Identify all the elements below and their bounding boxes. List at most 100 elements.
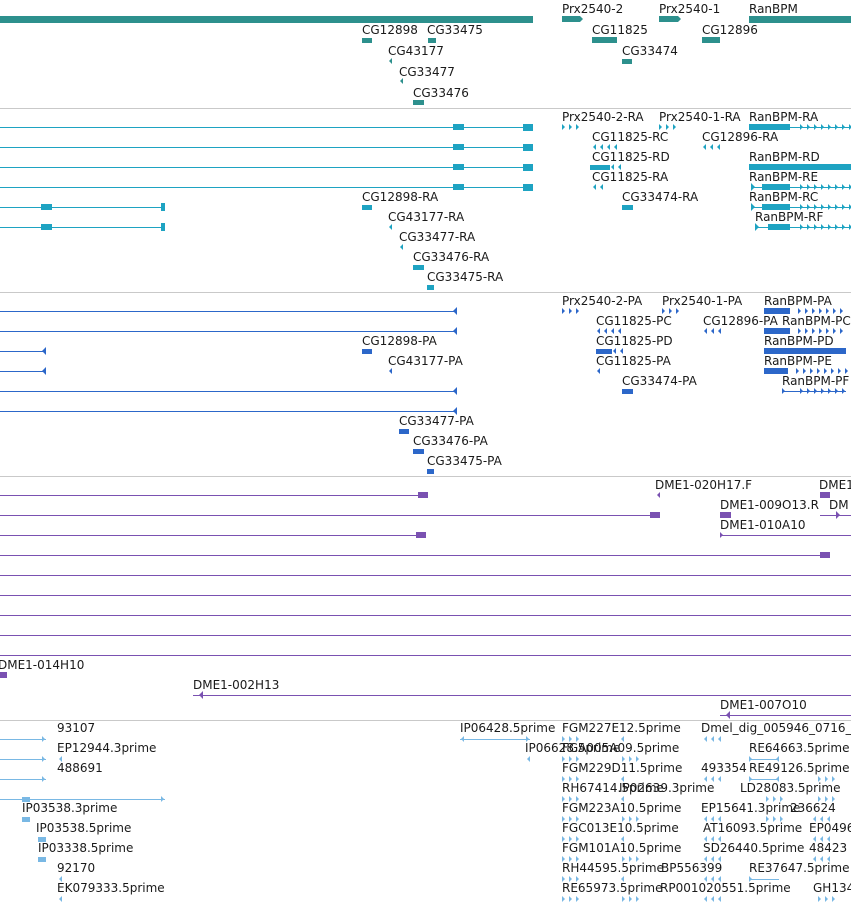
strand-arrow-right: [569, 775, 572, 782]
strand-arrow-right: [835, 183, 838, 190]
intron-line: [0, 759, 46, 760]
feature-label: Prx2540-1: [659, 2, 721, 16]
feature-label: CG33474-RA: [622, 190, 699, 204]
strand-arrow-right: [673, 123, 676, 130]
feature-label: Prx2540-2: [562, 2, 624, 16]
strand-arrow-left: [619, 347, 623, 354]
intron-line: [0, 799, 165, 800]
exon-block: [453, 124, 464, 130]
strand-arrow-left: [710, 327, 714, 334]
exon-block: [413, 264, 424, 270]
strand-arrow-right: [849, 123, 851, 130]
strand-arrow-left: [826, 835, 830, 842]
intron-line: [720, 535, 851, 536]
strand-arrow-left: [389, 224, 392, 230]
strand-arrow-right: [622, 855, 625, 862]
strand-arrow-right: [569, 815, 572, 822]
intron-line: [0, 227, 165, 228]
feature-label: 93107: [57, 721, 96, 735]
intron-line: [749, 879, 779, 880]
feature-label: DM: [829, 498, 849, 512]
strand-arrow-left: [59, 896, 62, 902]
track-separator: [0, 476, 851, 477]
intron-line: [749, 759, 779, 760]
intron-line: [0, 147, 533, 148]
strand-arrow-right: [766, 815, 769, 822]
exon-block: [523, 123, 533, 131]
intron-line: [762, 127, 851, 128]
strand-arrow-left: [717, 855, 721, 862]
feature-label: Prx2540-1-RA: [659, 110, 741, 124]
feature-label: 488691: [57, 761, 103, 775]
strand-arrow-left: [461, 736, 464, 742]
exon-block: [622, 388, 633, 394]
exon-block: [453, 184, 464, 190]
feature-label: CG33476-RA: [413, 250, 490, 264]
exon-block: [427, 468, 434, 474]
exon-block: [590, 164, 610, 170]
strand-arrow-left: [603, 327, 607, 334]
exon-block: [749, 164, 851, 170]
strand-arrow-right: [828, 203, 831, 210]
strand-arrow-right: [832, 775, 835, 782]
strand-arrow-right: [659, 123, 662, 130]
strand-arrow-right: [842, 183, 845, 190]
strand-arrow-right: [622, 895, 625, 902]
strand-arrow-right: [800, 223, 803, 230]
exon-block: [362, 204, 372, 210]
strand-arrow-right: [832, 163, 835, 170]
exon-block: [41, 204, 52, 210]
strand-arrow-left: [657, 492, 660, 498]
strand-arrow-right: [833, 327, 836, 334]
strand-arrow-left: [527, 756, 530, 762]
strand-arrow-left: [710, 875, 714, 882]
strand-arrow-right: [678, 16, 681, 22]
feature-label: FGM223A10.5prime: [562, 801, 682, 815]
strand-arrow-right: [807, 123, 810, 130]
strand-arrow-left: [612, 347, 616, 354]
strand-arrow-left: [400, 244, 403, 250]
strand-arrow-right: [821, 183, 824, 190]
feature-label: CG11825: [592, 23, 648, 37]
exon-block: [0, 15, 533, 23]
strand-arrow-left: [710, 735, 714, 742]
intron-line: [0, 187, 533, 188]
strand-arrow-right: [819, 307, 822, 314]
strand-arrow-left: [826, 855, 830, 862]
strand-arrow-right: [669, 307, 672, 314]
strand-arrow-left: [599, 143, 603, 150]
strand-arrow-left: [703, 815, 707, 822]
strand-arrow-right: [828, 347, 831, 354]
feature-label: FGC013E10.5prime: [562, 821, 679, 835]
strand-arrow-left: [776, 756, 779, 762]
feature-label: CG12896: [702, 23, 758, 37]
exon-block: [523, 143, 533, 151]
strand-arrow-right: [569, 307, 572, 314]
strand-arrow-right: [842, 223, 845, 230]
strand-arrow-right: [636, 755, 639, 762]
strand-arrow-left: [59, 756, 62, 762]
strand-arrow-right: [562, 835, 565, 842]
strand-arrow-right: [790, 163, 793, 170]
strand-arrow-right: [562, 875, 565, 882]
exon-block: [161, 203, 165, 211]
exon-block: [768, 224, 790, 230]
intron-line: [749, 779, 779, 780]
strand-arrow-right: [826, 307, 829, 314]
feature-label: CG43177: [388, 44, 444, 58]
strand-arrow-right: [835, 223, 838, 230]
strand-arrow-left: [703, 835, 707, 842]
strand-arrow-left: [199, 691, 203, 699]
exon-block: [38, 836, 46, 842]
feature-label: GH134: [813, 881, 851, 895]
feature-label: Dmel_dig_005946_0716_: [701, 721, 851, 735]
strand-arrow-left: [717, 775, 721, 782]
strand-arrow-right: [666, 123, 669, 130]
strand-arrow-right: [828, 183, 831, 190]
strand-arrow-right: [812, 327, 815, 334]
feature-label: EK079333.5prime: [57, 881, 165, 895]
intron-line: [0, 371, 46, 372]
